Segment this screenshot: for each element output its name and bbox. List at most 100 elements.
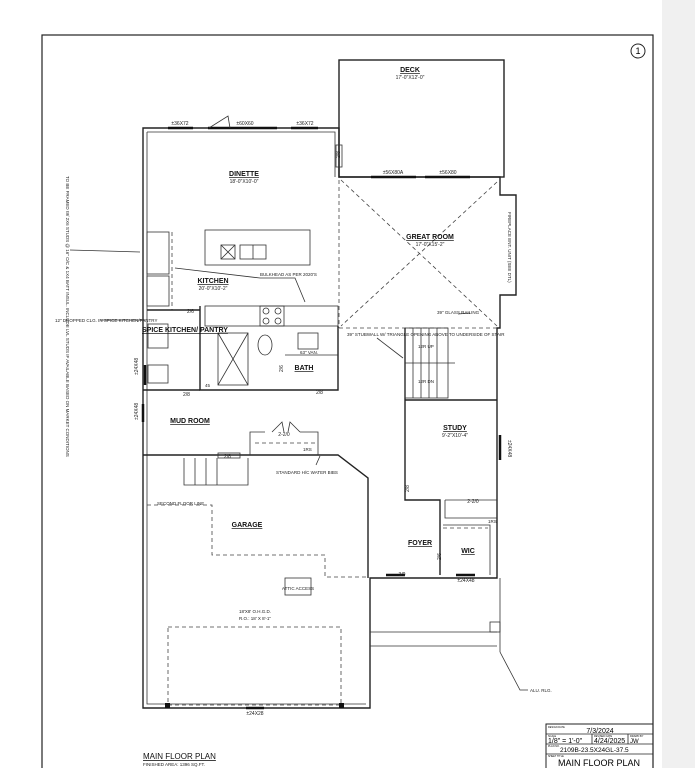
note-bulkhead: BULKHEAD AS PER 2020'S	[260, 272, 317, 277]
note-shelf: 1RS	[488, 519, 497, 524]
note-stubwall: 39" STUBWALL W/ TRIANGLE OPENING ABOVE T…	[347, 332, 505, 337]
mud-closet	[249, 431, 319, 455]
door-label: 3/0	[399, 572, 406, 578]
door-label: 2/8	[183, 392, 190, 398]
svg-text:SHEET TITLE: SHEET TITLE	[548, 755, 564, 758]
plan-number: 2109B-23.5X24GL-37.5	[560, 747, 629, 754]
note-hc-bibs: STANDARD H/C WATER BIBS	[276, 470, 338, 475]
spice-cooktop	[147, 323, 169, 349]
note-shower: 45	[205, 383, 211, 388]
note-fireplace: FIREPLACE ENT. UNIT (SEE DTL)	[507, 212, 512, 283]
study-closet	[444, 499, 497, 519]
window-label: ±24X48	[134, 358, 140, 375]
note-vanity: 63" VAN.	[300, 350, 318, 355]
front-porch	[370, 578, 528, 691]
svg-text:DESIGN DATE: DESIGN DATE	[548, 726, 565, 729]
room-name-kitchen: KITCHEN	[197, 278, 228, 285]
svg-text:PLAN NO.: PLAN NO.	[548, 745, 560, 748]
overhead-garage-door	[167, 626, 342, 706]
room-name-bath: BATH	[295, 365, 314, 372]
pantry-cabinet	[146, 275, 170, 307]
room-name-dinette: DINETTE	[229, 171, 259, 178]
room-name-great-room: GREAT ROOM	[406, 234, 454, 241]
door-label: 2/6	[437, 553, 443, 560]
shower	[217, 332, 249, 386]
spice-sink	[147, 364, 169, 384]
note-framing: TO BE FRAMED W/ 2X6 STUDS @ 16" O/C & 1X…	[65, 176, 70, 457]
note-stair-up: 12R UP	[418, 344, 434, 349]
plan-title: MAIN FLOOR PLAN	[143, 752, 216, 761]
finished-area: FINISHED AREA: 1396 SQ.FT.	[143, 762, 205, 767]
drawn-by: JW	[630, 739, 639, 745]
door-label: 2/8	[316, 390, 323, 396]
page-margin	[662, 0, 695, 768]
kitchen-island	[204, 229, 311, 266]
garage-wall	[143, 454, 369, 578]
window-label: ±24X48	[457, 578, 474, 584]
room-size-kitchen: 20'-0"X10'-2"	[199, 286, 228, 292]
window-label: ±56X80	[439, 170, 456, 176]
fridge-cabinet	[146, 231, 170, 275]
room-size-study: 9'-2"X10'-4"	[442, 433, 468, 439]
sheet-title: MAIN FLOOR PLAN	[558, 758, 640, 768]
stair-treads	[405, 328, 455, 398]
great-room-open-to-above	[338, 179, 498, 329]
sheet-border	[41, 34, 654, 768]
room-name-foyer: FOYER	[408, 540, 432, 547]
window-label: ±56X80A	[383, 170, 404, 176]
title-block: DESIGN DATE 7/3/2024 SCALE 1/8" = 1'-0" …	[545, 723, 654, 768]
svg-text:REVISED DATE: REVISED DATE	[594, 735, 612, 738]
door-label: 2/8	[336, 151, 342, 158]
interior-walls	[147, 306, 339, 391]
garage-steps	[183, 458, 249, 486]
note-alu-rlg: ALU. RLG.	[530, 688, 552, 693]
note-attic: ATTIC ACCESS	[282, 586, 314, 591]
scale: 1/8" = 1'-0"	[548, 738, 583, 745]
note-shelf: 1RS	[303, 447, 312, 452]
design-date: 7/3/2024	[586, 728, 613, 735]
window-label: ±24X48	[134, 403, 140, 420]
room-size-great-room: 17'-0"X15'-2"	[416, 242, 445, 248]
sheet-number: 1	[635, 46, 640, 56]
room-name-study: STUDY	[443, 425, 467, 432]
room-size-deck: 17'-0"X12'-0"	[396, 75, 425, 81]
deck-door	[335, 144, 343, 168]
room-name-mud-room: MUD ROOM	[170, 418, 210, 425]
room-name-deck: DECK	[400, 67, 420, 74]
dishwasher	[220, 244, 236, 260]
room-name-spice-kitchen: SPICE KITCHEN/ PANTRY	[142, 327, 228, 334]
note-ohgd: 18'X8' O.H.G.D.	[239, 609, 271, 614]
door-label: 2/8	[405, 485, 411, 492]
note-glass-railing: 39" GLASS RAILING	[437, 310, 480, 315]
revised-date: 4/24/2025	[594, 738, 625, 745]
room-name-garage: GARAGE	[232, 522, 263, 529]
stair-study-walls	[404, 328, 441, 575]
kitchen-counter	[204, 305, 339, 327]
window-label: ±24X28	[246, 711, 263, 717]
garage-door-mud	[217, 452, 241, 459]
window-label: ±36X72	[296, 121, 313, 127]
door-label: 2/6	[279, 365, 285, 372]
room-size-dinette: 18'-0"X10'-0"	[230, 179, 259, 185]
door-label: 2/6	[187, 309, 194, 315]
window-label: ±60X60	[236, 121, 253, 127]
window-label: ±24X48	[506, 440, 512, 457]
framing-note: TO BE FRAMED W/ 2X6 STUDS @ 16" O/C & 1X…	[65, 176, 70, 457]
window-label: ±36X72	[171, 121, 188, 127]
sheet-number-circle	[630, 43, 646, 59]
vanity-sink	[297, 332, 319, 350]
attic-access	[284, 577, 312, 596]
note-ro: R.O.: 18' X 8'-1"	[239, 616, 271, 621]
door-label: 2-2/0	[467, 499, 479, 505]
svg-text:DRAWN BY: DRAWN BY	[630, 735, 644, 738]
note-dropped-clg: 12" DROPPED CLG. IN SPICE KITCHEN/PANTRY	[55, 318, 157, 323]
room-name-wic: WIC	[461, 548, 475, 555]
door-label: 2-2/0	[278, 432, 290, 438]
svg-text:SCALE: SCALE	[548, 735, 557, 738]
door-label: 2/8	[224, 454, 231, 460]
note-stair-dn: 12R DN	[418, 379, 434, 384]
note-second-floor-line: SECOND FLOOR LINE	[157, 501, 204, 506]
door-swing	[208, 115, 231, 129]
toilet	[257, 334, 273, 356]
